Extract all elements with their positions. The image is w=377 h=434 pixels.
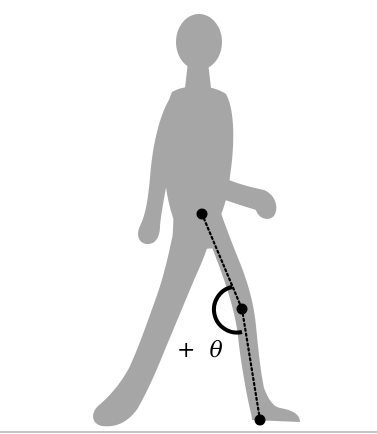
figure-back-leg (93, 218, 214, 426)
figure-back-arm (138, 98, 174, 244)
hip-joint-marker (197, 209, 208, 220)
walking-figure-silhouette (93, 14, 300, 426)
angle-sign: + (177, 338, 195, 363)
figure-neck (185, 62, 211, 88)
knee-angle-label: + θ (177, 338, 223, 363)
ankle-joint-marker (255, 415, 266, 426)
angle-symbol-theta: θ (209, 338, 222, 363)
knee-joint-marker (237, 304, 248, 315)
figure-head (176, 14, 222, 70)
figure-front-leg (196, 210, 300, 422)
